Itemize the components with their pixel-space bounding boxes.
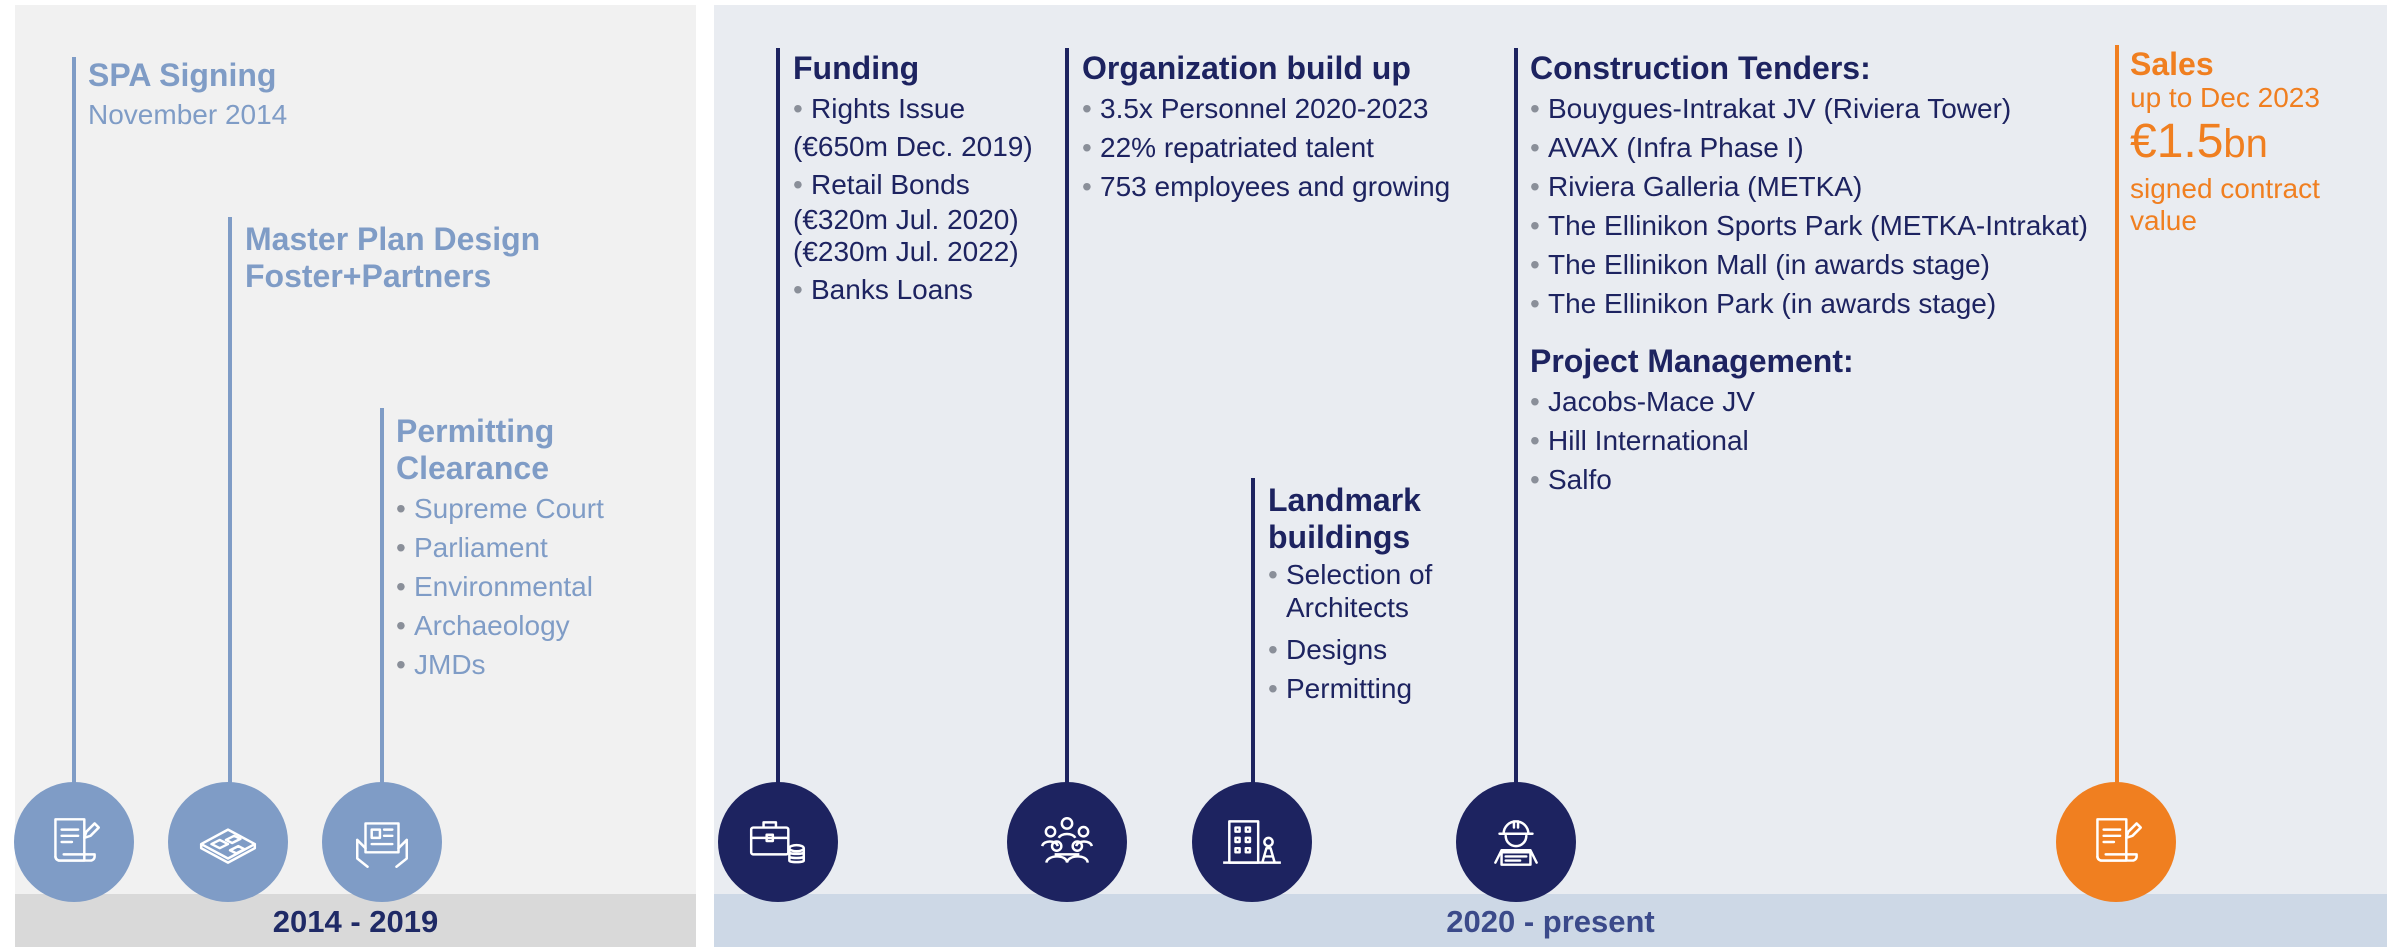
team-meeting-icon bbox=[1007, 782, 1127, 902]
list-item: 3.5x Personnel 2020-2023 bbox=[1082, 89, 1450, 128]
list-item: Banks Loans bbox=[793, 270, 1033, 309]
period-label-2014-2019: 2014 - 2019 bbox=[15, 894, 696, 947]
plans-in-hands-icon bbox=[322, 782, 442, 902]
sales-description: signed contract bbox=[2130, 173, 2320, 204]
project-management-list: Jacobs-Mace JV Hill International Salfo bbox=[1530, 382, 2088, 499]
list-item: JMDs bbox=[396, 645, 604, 684]
sales-amount: €1.5bn bbox=[2130, 113, 2320, 173]
building-architect-icon bbox=[1192, 782, 1312, 902]
landmark-title-line2: buildings bbox=[1268, 519, 1411, 555]
timeline-line-spa bbox=[72, 57, 76, 785]
project-management-title: Project Management: bbox=[1530, 343, 1854, 379]
funding-item-detail: (€230m Jul. 2022) bbox=[793, 236, 1019, 267]
funding-title: Funding bbox=[793, 50, 920, 86]
list-item: AVAX (Infra Phase I) bbox=[1530, 128, 2088, 167]
funding-item-detail: (€320m Jul. 2020) bbox=[793, 204, 1019, 235]
sales-block: Sales up to Dec 2023 €1.5bn signed contr… bbox=[2130, 46, 2320, 237]
timeline-line-master-plan bbox=[228, 217, 232, 785]
construction-title: Construction Tenders: bbox=[1530, 50, 1871, 86]
permitting-title: Permitting bbox=[396, 413, 555, 449]
sales-description-line2: value bbox=[2130, 205, 2197, 236]
list-item: Jacobs-Mace JV bbox=[1530, 382, 2088, 421]
list-item: Supreme Court bbox=[396, 489, 604, 528]
list-item: 753 employees and growing bbox=[1082, 167, 1450, 206]
list-item: Environmental bbox=[396, 567, 604, 606]
timeline-line-funding bbox=[776, 48, 780, 785]
master-plan-architect: Foster+Partners bbox=[245, 258, 492, 294]
sales-amount-value: €1.5 bbox=[2130, 115, 2224, 168]
spa-date: November 2014 bbox=[88, 99, 288, 130]
funding-item-label: Retail Bonds bbox=[811, 169, 970, 200]
timeline-line-permitting bbox=[380, 408, 384, 785]
construction-list: Bouygues-Intrakat JV (Riviera Tower) AVA… bbox=[1530, 89, 2088, 323]
document-sign-icon bbox=[14, 782, 134, 902]
permitting-title-line2: Clearance bbox=[396, 450, 549, 486]
list-item: Salfo bbox=[1530, 460, 2088, 499]
list-item: Selection of Architects bbox=[1268, 558, 1468, 630]
list-item: The Ellinikon Park (in awards stage) bbox=[1530, 284, 2088, 323]
funding-list: Retail Bonds bbox=[793, 165, 1033, 204]
list-item: Archaeology bbox=[396, 606, 604, 645]
funding-list: Banks Loans bbox=[793, 270, 1033, 309]
list-item: Permitting bbox=[1268, 669, 1468, 708]
funding-item-label: Banks Loans bbox=[811, 274, 973, 305]
list-item: The Ellinikon Mall (in awards stage) bbox=[1530, 245, 2088, 284]
list-item: Parliament bbox=[396, 528, 604, 567]
timeline-line-landmark bbox=[1251, 478, 1255, 785]
timeline-line-sales bbox=[2115, 45, 2119, 785]
list-item: The Ellinikon Sports Park (METKA-Intraka… bbox=[1530, 206, 2088, 245]
engineer-helmet-icon bbox=[1456, 782, 1576, 902]
permitting-block: Permitting Clearance Supreme Court Parli… bbox=[396, 413, 604, 684]
list-item: 22% repatriated talent bbox=[1082, 128, 1450, 167]
landmark-block: Landmark buildings Selection of Architec… bbox=[1268, 482, 1468, 708]
briefcase-coins-icon bbox=[718, 782, 838, 902]
funding-list: Rights Issue bbox=[793, 89, 1033, 128]
spa-signing-block: SPA Signing November 2014 bbox=[88, 57, 287, 132]
construction-block: Construction Tenders: Bouygues-Intrakat … bbox=[1530, 50, 2088, 499]
list-item: Retail Bonds bbox=[793, 165, 1033, 204]
sales-title: Sales bbox=[2130, 46, 2214, 82]
funding-block: Funding Rights Issue (€650m Dec. 2019) R… bbox=[793, 50, 1033, 309]
funding-item-label: Rights Issue bbox=[811, 93, 966, 124]
funding-item-detail: (€650m Dec. 2019) bbox=[793, 131, 1033, 162]
list-item: Rights Issue bbox=[793, 89, 1033, 128]
master-plan-title: Master Plan Design bbox=[245, 221, 541, 257]
sales-period: up to Dec 2023 bbox=[2130, 82, 2320, 113]
organization-block: Organization build up 3.5x Personnel 202… bbox=[1082, 50, 1450, 206]
list-item: Bouygues-Intrakat JV (Riviera Tower) bbox=[1530, 89, 2088, 128]
list-item: Riviera Galleria (METKA) bbox=[1530, 167, 2088, 206]
period-label-2020-present: 2020 - present bbox=[714, 894, 2387, 947]
list-item: Hill International bbox=[1530, 421, 2088, 460]
organization-title: Organization build up bbox=[1082, 50, 1411, 86]
timeline-line-construction bbox=[1514, 48, 1518, 785]
blueprint-icon bbox=[168, 782, 288, 902]
contract-sign-icon bbox=[2056, 782, 2176, 902]
master-plan-block: Master Plan Design Foster+Partners bbox=[245, 221, 540, 295]
landmark-list: Selection of Architects Designs Permitti… bbox=[1268, 558, 1468, 708]
landmark-title: Landmark bbox=[1268, 482, 1421, 518]
organization-list: 3.5x Personnel 2020-2023 22% repatriated… bbox=[1082, 89, 1450, 206]
list-item: Designs bbox=[1268, 630, 1468, 669]
timeline-line-organization bbox=[1065, 48, 1069, 785]
spa-title: SPA Signing bbox=[88, 57, 277, 93]
sales-amount-unit: bn bbox=[2223, 122, 2268, 166]
permitting-list: Supreme Court Parliament Environmental A… bbox=[396, 489, 604, 684]
